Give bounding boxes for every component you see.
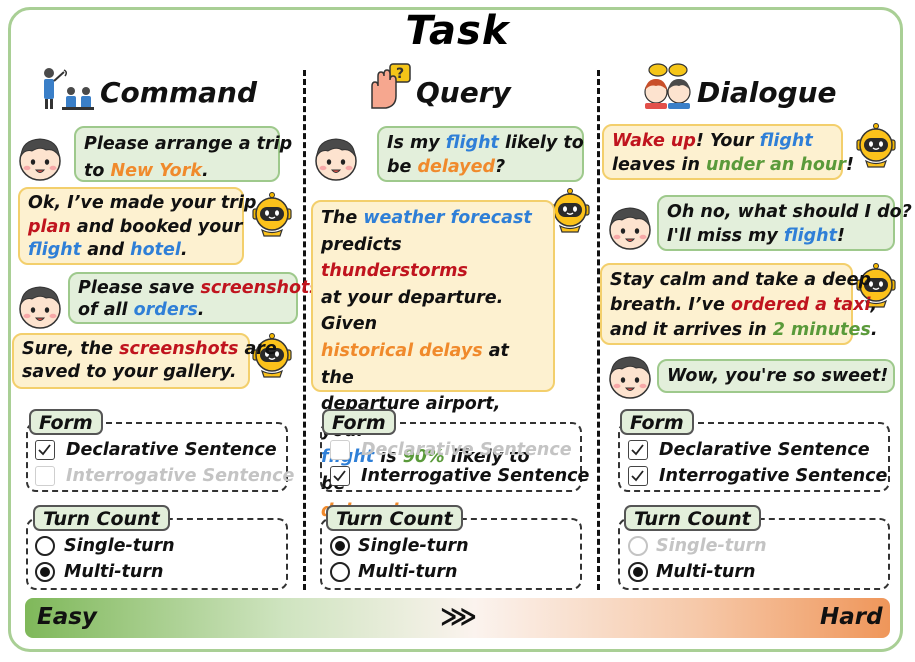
form-label: Form [322, 409, 396, 435]
boy-avatar-icon [19, 138, 61, 181]
boy-avatar-icon [609, 356, 651, 399]
boy-avatar-icon [609, 207, 651, 250]
option-label: Interrogative Sentence [361, 466, 590, 486]
two-people-chat-icon [644, 63, 691, 109]
difficulty-gradient-bar [25, 598, 890, 638]
chat-bubble-user: Oh no, what should I do?I'll miss my fli… [657, 195, 912, 251]
speaker-audience-icon [44, 68, 94, 110]
boy-avatar-icon [19, 286, 61, 329]
checkmark-icon [333, 470, 346, 482]
column-title-command: Command [100, 76, 258, 109]
checkmark-icon [38, 444, 51, 456]
column-title-query: Query [416, 76, 511, 109]
option-label: Declarative Sentence [66, 440, 277, 460]
form-label: Form [620, 409, 694, 435]
option-label: Interrogative Sentence [66, 466, 295, 486]
boy-avatar-icon [315, 138, 357, 181]
option-label: Single-turn [656, 536, 767, 556]
turn-count-label: Turn Count [33, 505, 170, 531]
radio-multi-turn[interactable] [628, 562, 648, 582]
radio-single-turn[interactable] [35, 536, 55, 556]
checkbox-interrogative[interactable] [628, 466, 648, 486]
robot-avatar-icon [856, 123, 896, 168]
radio-single-turn[interactable] [330, 536, 350, 556]
chat-bubble-user: Wow, you're so sweet! [657, 359, 895, 393]
raised-hand-question-icon: ? [371, 63, 411, 109]
option-label: Declarative Sentence [361, 440, 572, 460]
turn-count-label: Turn Count [326, 505, 463, 531]
checkmark-icon [631, 444, 644, 456]
radio-multi-turn[interactable] [330, 562, 350, 582]
difficulty-hard-label: Hard [820, 604, 883, 630]
checkbox-declarative[interactable] [35, 440, 55, 460]
difficulty-easy-label: Easy [37, 604, 97, 630]
column-title-dialogue: Dialogue [697, 76, 837, 109]
column-divider-1 [303, 70, 306, 590]
triple-chevron-right-icon: ⋙ [440, 602, 477, 632]
turn-count-label: Turn Count [624, 505, 761, 531]
checkbox-declarative[interactable] [330, 440, 350, 460]
page-title: Task [405, 8, 510, 54]
form-box-command [26, 422, 288, 492]
form-box-query [320, 422, 582, 492]
form-label: Form [29, 409, 103, 435]
option-label: Single-turn [358, 536, 469, 556]
form-box-dialogue [618, 422, 890, 492]
radio-single-turn[interactable] [628, 536, 648, 556]
radio-multi-turn[interactable] [35, 562, 55, 582]
option-label: Interrogative Sentence [659, 466, 888, 486]
option-label: Multi-turn [64, 562, 164, 582]
column-divider-2 [597, 70, 600, 590]
option-label: Declarative Sentence [659, 440, 870, 460]
option-label: Multi-turn [358, 562, 458, 582]
option-label: Single-turn [64, 536, 175, 556]
checkmark-icon [631, 470, 644, 482]
svg-text:?: ? [396, 66, 404, 82]
checkbox-declarative[interactable] [628, 440, 648, 460]
checkbox-interrogative[interactable] [35, 466, 55, 486]
checkbox-interrogative[interactable] [330, 466, 350, 486]
robot-avatar-icon [252, 192, 292, 237]
option-label: Multi-turn [656, 562, 756, 582]
